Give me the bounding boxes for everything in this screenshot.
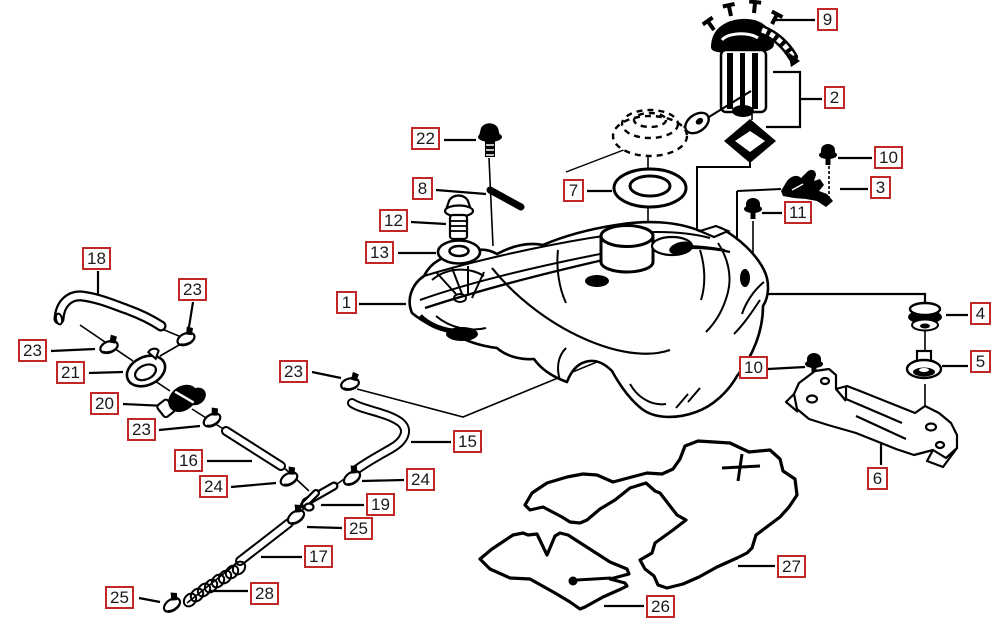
callout-23-d: 23 [279, 360, 308, 383]
pad-26-drawing [478, 531, 631, 611]
callout-15: 15 [453, 430, 482, 453]
callout-2: 2 [824, 86, 845, 109]
tee-fitting-19-drawing [300, 481, 339, 512]
clamp-23-c-drawing [197, 403, 226, 431]
heat-shield-27-drawing [523, 439, 799, 590]
spring-28-drawing [182, 560, 247, 608]
filter-20-drawing [156, 384, 206, 419]
pump-gasket-drawing [724, 119, 776, 163]
callout-7: 7 [563, 179, 584, 202]
leader-lines [50, 18, 968, 608]
callout-5: 5 [970, 350, 991, 373]
callout-20: 20 [90, 392, 119, 415]
callout-23-c: 23 [127, 418, 156, 441]
callout-3: 3 [870, 176, 891, 199]
callout-1: 1 [336, 291, 357, 314]
hose-16-drawing [221, 426, 286, 471]
callout-21: 21 [56, 361, 85, 384]
callout-26: 26 [646, 595, 675, 618]
callout-19: 19 [366, 493, 395, 516]
callout-24-b: 24 [406, 468, 435, 491]
callout-27: 27 [777, 555, 806, 578]
fuel-tank-drawing [408, 220, 770, 419]
clamp-25-b-drawing [157, 588, 186, 616]
callout-8: 8 [412, 177, 433, 200]
bolt-10-upper-drawing [819, 144, 837, 165]
bolt-12-drawing [443, 194, 475, 241]
callout-10-lower: 10 [739, 356, 768, 379]
filler-gasket-ring-drawing [612, 167, 688, 209]
callout-17: 17 [304, 545, 333, 568]
callout-11: 11 [784, 201, 812, 224]
bracket-6-drawing [784, 367, 959, 469]
callout-18: 18 [82, 247, 111, 270]
clamp-23-b-drawing [95, 331, 123, 357]
hose-15-drawing [347, 398, 410, 475]
hose-17-drawing [235, 518, 294, 566]
grommet-5-drawing [905, 349, 943, 380]
callout-10-upper: 10 [874, 146, 903, 169]
callout-25-a: 25 [344, 517, 373, 540]
valve-21-drawing [125, 347, 167, 388]
callout-6: 6 [867, 467, 888, 490]
fuel-pump-assembly-drawing [684, 0, 800, 135]
callout-13: 13 [365, 241, 394, 264]
washer-13-drawing [436, 239, 482, 265]
bracket-3-drawing [781, 169, 833, 207]
callout-16: 16 [174, 449, 203, 472]
callout-4: 4 [970, 302, 991, 325]
bolt-11-drawing [744, 198, 762, 219]
bolt-22-drawing [478, 123, 502, 157]
callout-24-a: 24 [199, 475, 228, 498]
rubber-mount-4-drawing [908, 301, 942, 332]
fuel-cap-drawing [611, 108, 689, 158]
callout-23-a: 23 [178, 278, 207, 301]
callout-25-b: 25 [105, 586, 134, 609]
clamp-23-d-drawing [337, 369, 364, 393]
hose-18-drawing [53, 290, 167, 332]
callout-9: 9 [817, 8, 838, 31]
pin-8-drawing [486, 186, 525, 211]
callout-22: 22 [411, 127, 440, 150]
callout-12: 12 [379, 209, 408, 232]
callout-23-b: 23 [18, 339, 47, 362]
callout-28: 28 [250, 582, 279, 605]
